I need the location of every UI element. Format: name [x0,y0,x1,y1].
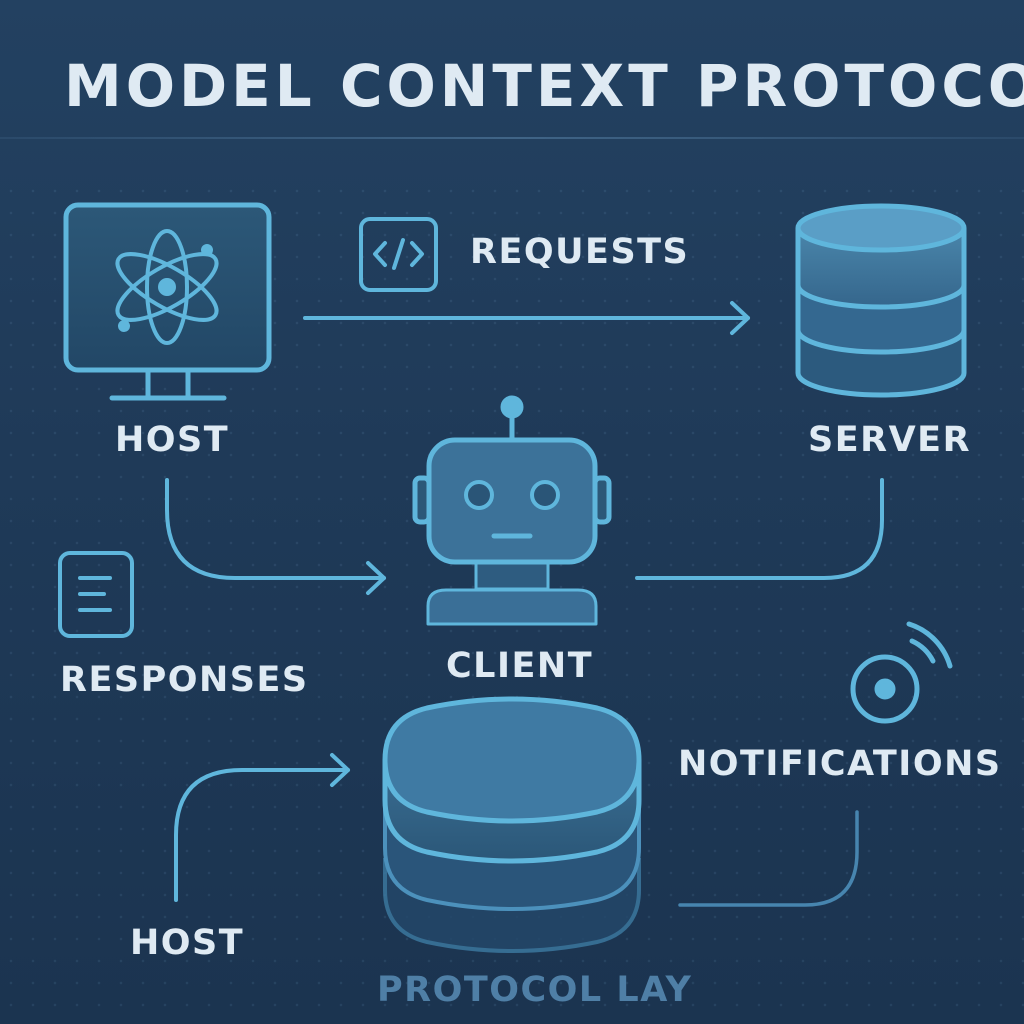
requests-label: REQUESTS [470,232,690,272]
protocol-layer-stack-icon [382,696,642,953]
broadcast-icon [850,621,953,724]
host-to-client-connector [165,478,386,595]
atom-icon [115,229,219,345]
code-brackets-icon [359,217,438,292]
protocol-layer-label: PROTOCOL LAY [377,970,693,1010]
requests-arrow [303,301,750,335]
server-label: SERVER [808,420,972,460]
client-robot-icon [412,395,612,626]
responses-label: RESPONSES [60,660,309,700]
host-monitor-icon [63,202,272,401]
host-label: HOST [115,420,230,460]
notifications-connector [678,810,859,907]
client-label: CLIENT [446,646,594,686]
notifications-label: NOTIFICATIONS [678,744,1002,784]
host-to-protocol-connector [174,753,350,902]
title-divider [0,137,1024,139]
host-bottom-label: HOST [130,923,245,963]
page-title: MODEL CONTEXT PROTOCOL [64,52,1024,120]
server-database-icon [795,203,967,398]
server-to-client-connector [635,478,884,580]
document-icon [58,551,134,638]
